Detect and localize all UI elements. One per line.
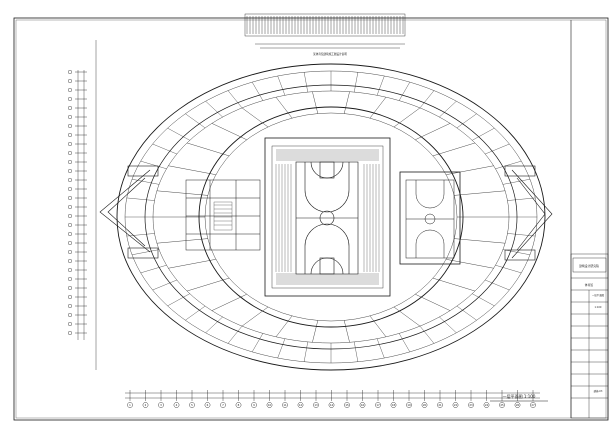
axis-bubble xyxy=(127,402,133,408)
axis-bubble xyxy=(220,402,226,408)
axis-label: 2 xyxy=(145,403,147,407)
axis-label: 27 xyxy=(531,403,535,407)
axis-bubble xyxy=(437,402,443,408)
title-block: 建筑设计研究院 体育馆 一层平面图 1:100 建施-03 xyxy=(570,253,609,419)
axis-bubble xyxy=(452,402,459,408)
axis-bubble xyxy=(530,402,536,408)
axis-label: 22 xyxy=(454,403,458,407)
training-basketball-court xyxy=(399,171,461,265)
axis-bubble xyxy=(251,402,257,408)
axis-label: 12 xyxy=(299,403,303,407)
axis-bubble xyxy=(313,402,319,408)
axis-label: 11 xyxy=(283,403,287,407)
plan-title-text: 一层平面图 1:100 xyxy=(503,393,536,399)
axis-label: 19 xyxy=(407,403,411,407)
main-arena xyxy=(264,137,391,297)
axis-bubble xyxy=(499,402,505,408)
west-entrance-wedge xyxy=(99,165,159,259)
title-block-project: 体育馆 xyxy=(585,283,594,287)
title-block-drawing-name: 一层平面图 xyxy=(592,293,605,297)
axis-bubble xyxy=(173,402,180,408)
axis-label: 15 xyxy=(345,403,349,407)
top-note-text: 某体育馆建筑施工图设计说明 xyxy=(313,52,347,56)
axis-label: 9 xyxy=(253,403,255,407)
axis-label: 5 xyxy=(191,403,193,407)
plan-title: 一层平面图 1:100 xyxy=(490,393,548,402)
title-block-sheet-no: 建施-03 xyxy=(594,389,603,393)
axis-bubble xyxy=(204,402,211,408)
top-hatched-strip: 某体育馆建筑施工图设计说明 xyxy=(244,13,406,56)
axis-label: 13 xyxy=(314,403,318,407)
axis-label: 16 xyxy=(361,403,365,407)
axis-bubble xyxy=(468,402,474,408)
axis-bubble xyxy=(235,402,242,408)
axis-bubble xyxy=(514,402,521,408)
axis-label: 4 xyxy=(176,403,178,407)
axis-label: 25 xyxy=(500,403,504,407)
axis-bubble xyxy=(189,402,195,408)
stadium-outer-shell xyxy=(116,63,546,371)
axis-label: 24 xyxy=(485,403,489,407)
axis-label: 17 xyxy=(376,403,380,407)
axis-bubble xyxy=(483,402,490,408)
left-dimension-chain xyxy=(67,40,97,370)
axis-bubble xyxy=(297,402,304,408)
east-entrance-wedge xyxy=(504,165,553,261)
axis-label: 23 xyxy=(469,403,473,407)
axis-label: 6 xyxy=(207,403,209,407)
axis-label: 8 xyxy=(238,403,240,407)
west-service-block xyxy=(185,179,261,251)
main-basketball-court xyxy=(295,161,359,275)
axis-label: 14 xyxy=(330,403,334,407)
axis-bubble xyxy=(142,402,149,408)
axis-bubble xyxy=(266,402,273,408)
title-block-company: 建筑设计研究院 xyxy=(579,264,599,268)
axis-bubble xyxy=(282,402,288,408)
axis-label: 18 xyxy=(392,403,396,407)
axis-label: 10 xyxy=(268,403,272,407)
axis-bubble xyxy=(158,402,164,408)
axis-bubble xyxy=(375,402,381,408)
axis-label: 7 xyxy=(222,403,224,407)
axis-bubble xyxy=(359,402,366,408)
axis-label: 26 xyxy=(516,403,520,407)
title-block-scale: 1:100 xyxy=(595,306,602,309)
axis-bubble xyxy=(344,402,350,408)
axis-bubble xyxy=(406,402,412,408)
axis-label: 1 xyxy=(129,403,131,407)
axis-label: 20 xyxy=(423,403,427,407)
axis-label: 21 xyxy=(438,403,442,407)
axis-bubble xyxy=(421,402,428,408)
axis-bubble xyxy=(390,402,397,408)
axis-bubble xyxy=(328,402,335,408)
axis-label: 3 xyxy=(160,403,162,407)
